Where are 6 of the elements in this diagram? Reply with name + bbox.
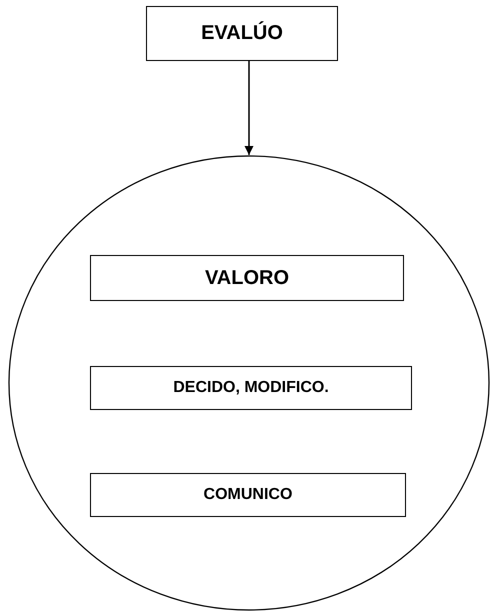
process-box: EVALÚO — [146, 6, 338, 61]
process-box: VALORO — [90, 255, 404, 301]
process-box: COMUNICO — [90, 473, 406, 517]
process-box: DECIDO, MODIFICO. — [90, 366, 412, 410]
circle — [8, 155, 490, 611]
arrow — [244, 61, 254, 155]
